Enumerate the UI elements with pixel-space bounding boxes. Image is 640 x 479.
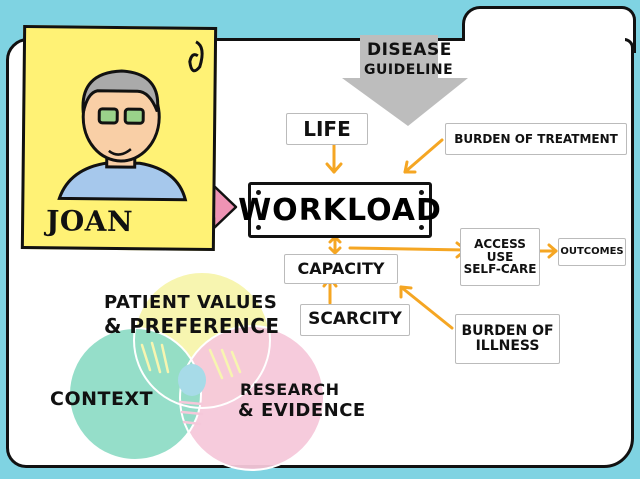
person-name: JOAN: [45, 204, 134, 239]
workload-label: WORKLOAD: [238, 192, 442, 228]
venn-right-label-line2: & EVIDENCE: [238, 400, 366, 421]
venn-right-label-line1: RESEARCH: [240, 380, 340, 399]
joan-card: JOAN: [20, 24, 218, 252]
node-life: LIFE: [286, 113, 368, 145]
node-outcomes: OUTCOMES: [558, 238, 626, 266]
guideline-label-line1: DISEASE: [367, 40, 452, 60]
node-workload: WORKLOAD: [238, 182, 441, 238]
guideline-arrow-icon: [342, 35, 468, 126]
guideline-label-line2: GUIDELINE: [364, 62, 454, 78]
person-avatar-icon: [57, 40, 204, 202]
node-scarcity: SCARCITY: [300, 304, 410, 336]
node-burden-of-illness: BURDEN OF ILLNESS: [455, 314, 560, 364]
node-capacity: CAPACITY: [284, 254, 398, 284]
venn-circle-left: [69, 328, 201, 460]
venn-top-label-line1: PATIENT VALUES: [104, 292, 278, 313]
venn-top-label-line2: & PREFERENCE: [104, 314, 280, 338]
node-access-use-self-care: ACCESS USE SELF-CARE: [460, 228, 540, 286]
node-burden-of-treatment: BURDEN OF TREATMENT: [445, 123, 627, 155]
venn-left-label: CONTEXT: [50, 388, 154, 410]
